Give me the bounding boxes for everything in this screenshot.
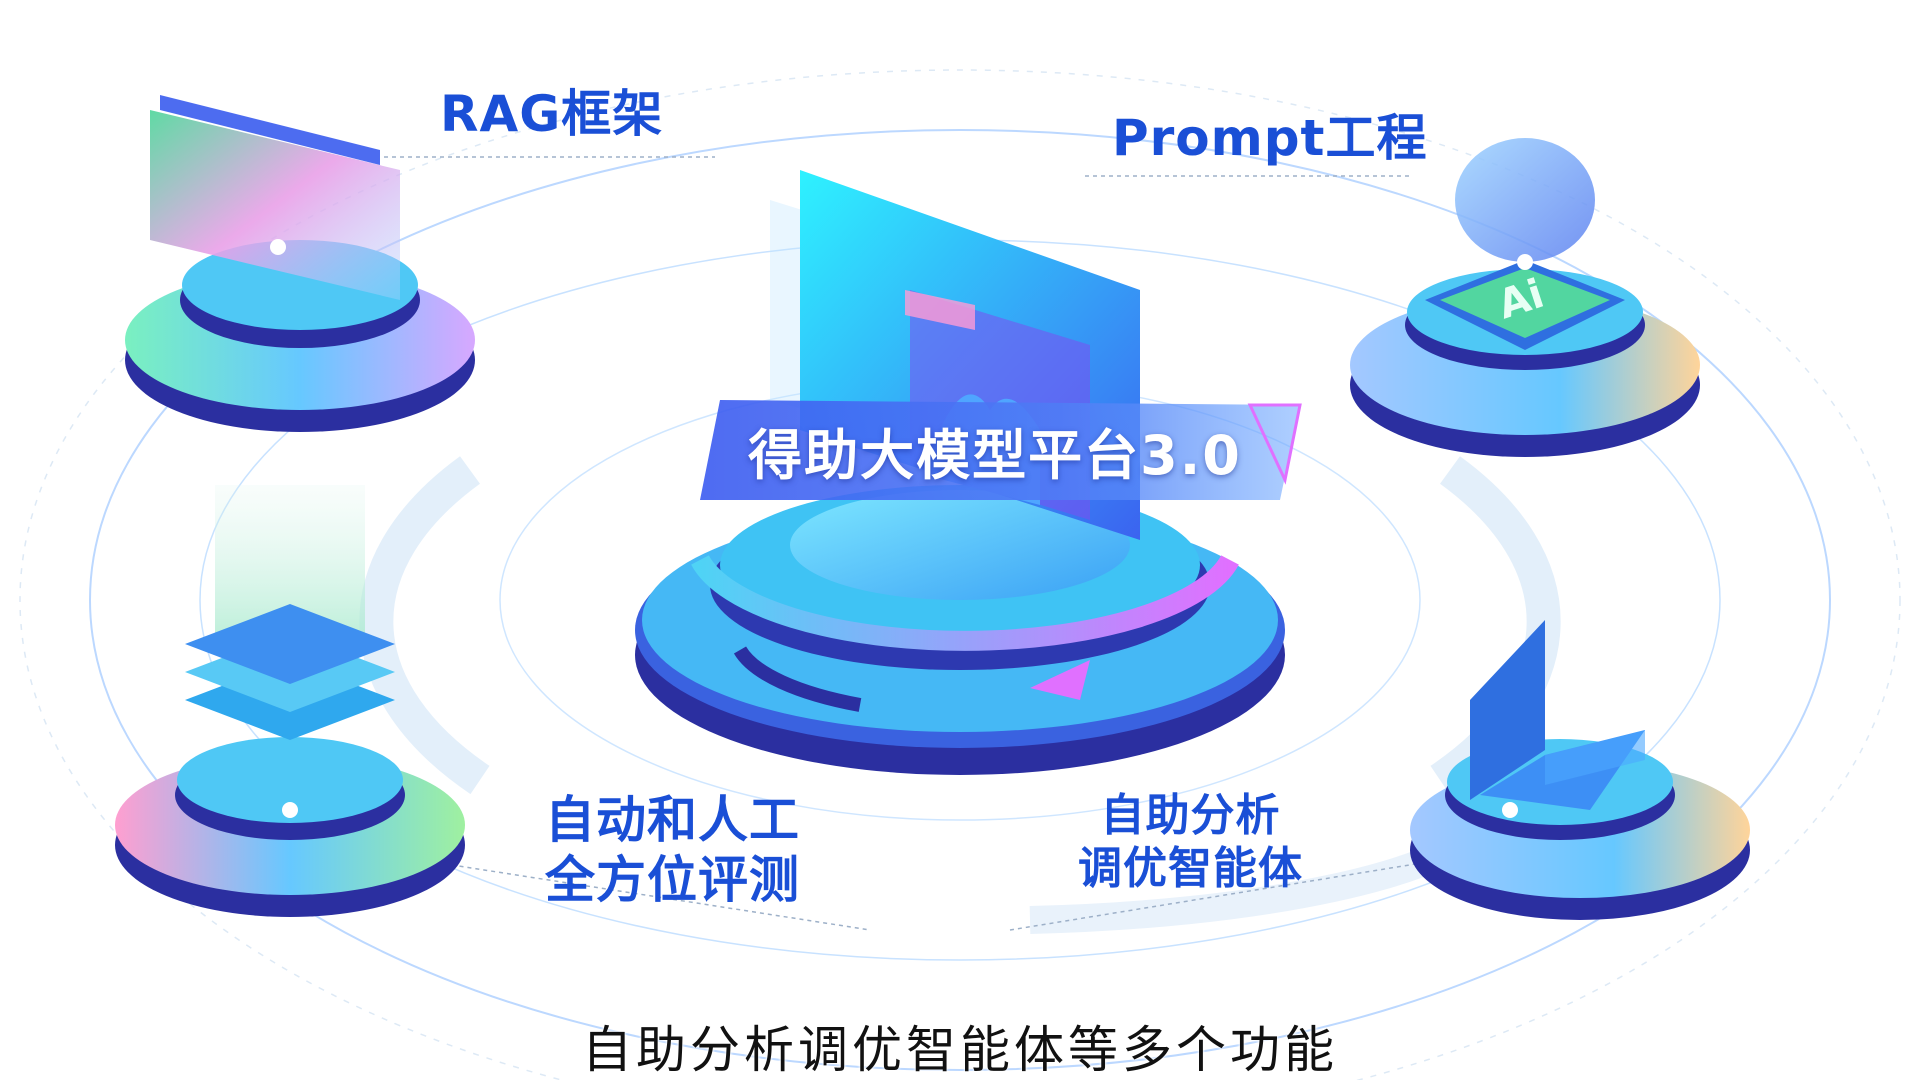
ai-sphere-icon: Ai xyxy=(1350,138,1700,457)
agent-line-1: 自助分析 xyxy=(1100,790,1281,841)
center-platform xyxy=(635,485,1285,775)
evaluation-line-1: 自动和人工 xyxy=(545,791,800,849)
connector-lines xyxy=(360,156,1441,931)
agent-line-2: 调优智能体 xyxy=(1078,842,1303,894)
laptop-icon xyxy=(1410,620,1750,920)
server-stack-icon xyxy=(115,485,465,917)
feature-label-prompt: Prompt工程 xyxy=(1112,109,1428,167)
video-subtitle: 自助分析调优智能体等多个功能 xyxy=(582,1021,1338,1079)
feature-label-agent: 自助分析 调优智能体 xyxy=(1078,790,1303,896)
title-plate xyxy=(700,400,1302,500)
platform-title: 得助大模型平台3.0 xyxy=(748,423,1242,487)
evaluation-line-2: 全方位评测 xyxy=(545,851,800,909)
feature-label-rag: RAG框架 xyxy=(440,85,664,143)
document-panels-icon xyxy=(125,95,475,432)
feature-label-evaluation: 自动和人工 全方位评测 xyxy=(545,790,800,910)
